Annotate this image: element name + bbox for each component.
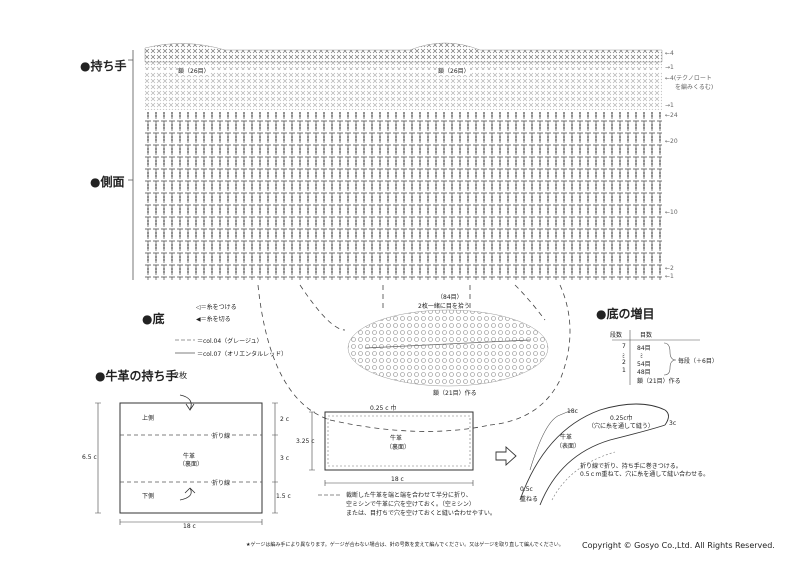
wrap-overlap-value: 0.5c — [520, 486, 533, 493]
wrap-note-line: 折り線で折り、持ち手に巻きつける。 — [580, 463, 682, 470]
table-cell-row: 7 — [622, 343, 626, 350]
handle-row-mark: ←4(テクノロート — [665, 75, 712, 82]
handle-row-mark: →1 — [665, 64, 674, 71]
side-row-mark: ←10 — [665, 209, 678, 216]
folded-width: 18 c — [391, 476, 404, 483]
side-row-mark: ←20 — [665, 138, 678, 145]
leather-fold-line: 折り線 — [212, 431, 231, 440]
legend-red-line: ＝col.07（オリエンタルレッド） — [197, 351, 288, 358]
table-header-rows: 段数 — [610, 332, 623, 339]
leather-bottom-side: 下側 — [142, 493, 155, 500]
bottom-oval — [347, 309, 549, 387]
folded-note-line: または、目打ちで穴を空けておくと縫い合わせやすい。 — [346, 510, 496, 517]
leather-center-sub: （裏面） — [179, 461, 204, 468]
leather-fold-line-2: 折り線 — [212, 478, 231, 487]
leather-count: 2枚 — [174, 371, 188, 380]
table-brace-note: 毎段（＋6目） — [678, 358, 718, 365]
section-leather-handle-title: ●牛革の持ち手 — [95, 369, 178, 383]
section-bottom-increase-title: ●底の増目 — [596, 307, 655, 321]
legend-grey-line: ＝col.04（グレージュ） — [197, 338, 263, 345]
leather-seg-top: 2 c — [280, 416, 290, 423]
legend-attach: ◁＝糸をつける — [196, 304, 237, 311]
table-cell-row: 2 — [622, 359, 626, 366]
handle-chain-label-left: 鎖（26目） — [178, 66, 210, 75]
folded-note-line: 空ミシンで牛革に穴を空けておく。（空ミシン） — [346, 501, 475, 508]
gauge-note: ★ゲージは編み手により異なります。ゲージが合わない場合は、針の号数を変えて編んで… — [246, 542, 564, 548]
wrap-note-line: 0.5ｃｍ重ねて、穴に糸を通して縫い合わせる。 — [580, 471, 710, 478]
folded-center-sub: （裏面） — [386, 444, 411, 451]
leather-seg-mid: 3 c — [280, 455, 290, 462]
side-body-rows — [145, 112, 662, 280]
wrap-length: 18c — [567, 408, 578, 415]
leather-seg-bot: 1.5 c — [276, 493, 291, 500]
handle-band-rows — [145, 72, 662, 110]
copyright: Copyright © Gosyo Co.,Ltd. All Rights Re… — [582, 541, 775, 550]
table-cell-stitch: 84目 — [637, 345, 651, 352]
table-cell-stitch: ﾐ — [640, 353, 644, 360]
folded-margin: 0.25 c 巾 — [370, 405, 397, 412]
folded-note-line: 裁断した牛革を端と端を合わせて半分に折り、 — [346, 492, 472, 499]
wrap-hole-note: （穴に糸を通して縫う） — [588, 423, 654, 430]
section-handle-title: ●持ち手 — [80, 59, 127, 73]
handle-row-mark: →1 — [665, 102, 674, 109]
handle-row-mark: ←4 — [665, 50, 674, 57]
wrap-depth: 3c — [669, 420, 677, 427]
table-cell-row: ﾐ — [622, 353, 626, 360]
table-cell-stitch: 48目 — [637, 369, 651, 376]
handle-chain-label-right: 鎖（26目） — [438, 66, 470, 75]
handle-row-mark: を編みくるむ) — [675, 84, 714, 91]
side-row-mark: ←24 — [665, 112, 678, 119]
handle-rows — [144, 42, 663, 63]
wrap-overlap: 重ねる — [520, 496, 539, 503]
folded-center-label: 牛革 — [390, 435, 403, 442]
section-side-title: ●側面 — [90, 175, 125, 189]
leather-center-label: 牛革 — [183, 453, 196, 460]
wrap-leather-label: 牛革 — [560, 434, 573, 441]
leather-height: 6.5 c — [82, 454, 97, 461]
wrap-leather-sub: （表面） — [556, 443, 581, 450]
bottom-chain-note: 鎖（21目）作る — [433, 390, 477, 397]
table-base: 鎖（21目）作る — [637, 378, 681, 385]
bottom-pick-note: 2枚一緒に目を拾う — [418, 303, 470, 310]
table-header-stitches: 目数 — [640, 332, 653, 339]
bottom-top-count: （84目） — [437, 294, 463, 301]
side-row-mark: ←1 — [665, 273, 674, 280]
table-cell-stitch: 54目 — [637, 361, 651, 368]
section-bottom-title: ●底 — [142, 312, 165, 326]
leather-width: 18 c — [183, 523, 196, 530]
table-cell-row: 1 — [622, 367, 626, 374]
folded-height: 3.25 c — [296, 438, 315, 445]
side-row-mark: ←2 — [665, 265, 674, 272]
wrap-margin: 0.25c巾 — [610, 415, 633, 422]
legend-cut: ◀＝糸を切る — [196, 316, 231, 323]
leather-top-side: 上側 — [142, 415, 155, 422]
